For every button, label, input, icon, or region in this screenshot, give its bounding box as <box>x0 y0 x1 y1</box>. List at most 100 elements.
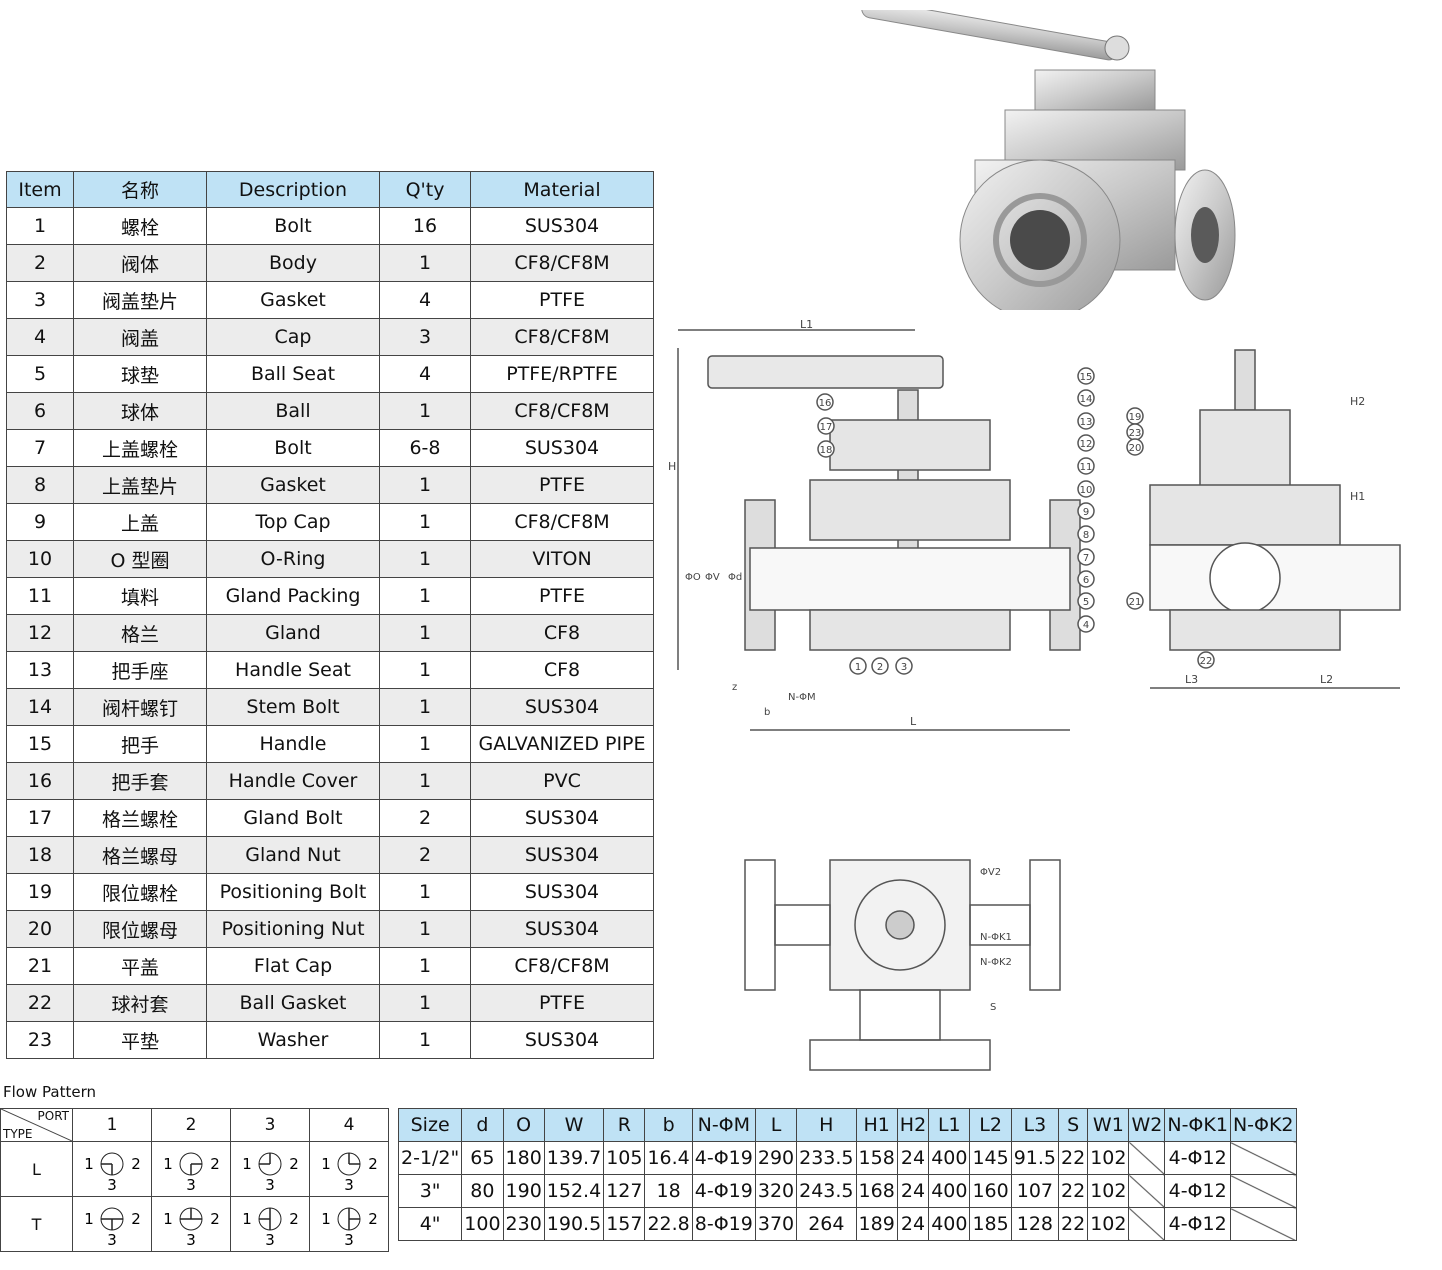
material: SUS304 <box>470 799 654 837</box>
header-chinese-name: 名称 <box>73 171 207 208</box>
size-cell: 100 <box>461 1207 504 1241</box>
size-cell: 102 <box>1087 1174 1130 1208</box>
callout-6: 6 <box>1083 575 1089 586</box>
material: SUS304 <box>470 688 654 726</box>
material: CF8 <box>470 651 654 689</box>
flow-port-left: 1 <box>321 1210 331 1228</box>
chinese-name: 填料 <box>73 577 207 615</box>
size-cell: 139.7 <box>543 1141 605 1175</box>
size-cell: 24 <box>896 1207 930 1241</box>
size-header: H <box>796 1108 857 1142</box>
size-header: N-ΦK1 <box>1164 1108 1231 1142</box>
size-cell: 189 <box>855 1207 898 1241</box>
item-number: 2 <box>6 244 74 282</box>
dim-K2: N-ΦK2 <box>980 957 1012 968</box>
material: PTFE <box>470 281 654 319</box>
size-cell <box>1229 1141 1297 1175</box>
item-number: 3 <box>6 281 74 319</box>
dim-L3: L3 <box>1185 673 1198 686</box>
size-cell: 233.5 <box>796 1141 857 1175</box>
item-number: 14 <box>6 688 74 726</box>
size-cell: 400 <box>928 1207 971 1241</box>
material: CF8/CF8M <box>470 244 654 282</box>
description: Bolt <box>206 429 380 467</box>
quantity: 4 <box>379 355 471 393</box>
item-number: 5 <box>6 355 74 393</box>
parts-header-row: Item 名称 Description Q'ty Material <box>6 171 654 208</box>
dim-K1: N-ΦK1 <box>980 932 1012 943</box>
item-number: 16 <box>6 762 74 800</box>
size-cell <box>1128 1207 1166 1241</box>
flow-port-left: 1 <box>163 1155 173 1173</box>
material: SUS304 <box>470 873 654 911</box>
quantity: 2 <box>379 799 471 837</box>
description: Positioning Bolt <box>206 873 380 911</box>
flow-port-right: 2 <box>210 1210 220 1228</box>
flow-port-bottom: 3 <box>186 1176 196 1192</box>
dim-V2: ΦV2 <box>980 867 1001 878</box>
chinese-name: 阀盖垫片 <box>73 281 207 319</box>
quantity: 1 <box>379 762 471 800</box>
port-label: PORT <box>37 1109 69 1123</box>
flow-port-right: 2 <box>131 1155 141 1173</box>
size-cell: 107 <box>1010 1174 1060 1208</box>
flow-port-left: 1 <box>242 1210 252 1228</box>
size-cell: 320 <box>754 1174 798 1208</box>
size-cell: 190.5 <box>543 1207 605 1241</box>
callout-3: 3 <box>901 662 907 673</box>
size-cell: 128 <box>1010 1207 1060 1241</box>
size-cell: 157 <box>603 1207 646 1241</box>
dim-L2: L2 <box>1320 673 1333 686</box>
quantity: 1 <box>379 1021 471 1059</box>
callout-23: 23 <box>1129 428 1142 439</box>
size-cell: 22 <box>1058 1174 1089 1208</box>
size-cell: 3" <box>397 1174 463 1208</box>
size-header: W1 <box>1087 1108 1130 1142</box>
size-cell: 160 <box>969 1174 1012 1208</box>
size-cell: 65 <box>461 1141 504 1175</box>
size-cell <box>1128 1174 1166 1208</box>
size-header: L <box>754 1108 798 1142</box>
chinese-name: 上盖 <box>73 503 207 541</box>
size-header: R <box>603 1108 646 1142</box>
quantity: 1 <box>379 984 471 1022</box>
dim-b: b <box>764 707 770 718</box>
callout-1: 1 <box>855 662 861 673</box>
size-header: d <box>461 1108 504 1142</box>
callout-14: 14 <box>1080 394 1093 405</box>
callout-13: 13 <box>1080 417 1093 428</box>
description: Gland Packing <box>206 577 380 615</box>
callout-21: 21 <box>1129 597 1142 608</box>
description: Handle Cover <box>206 762 380 800</box>
callout-18: 18 <box>820 445 833 456</box>
description: Gland Nut <box>206 836 380 874</box>
callout-16: 16 <box>819 398 832 409</box>
valve-photo <box>861 10 1236 310</box>
item-number: 7 <box>6 429 74 467</box>
flow-pattern-title: Flow Pattern <box>3 1083 96 1101</box>
size-header: O <box>502 1108 545 1142</box>
size-header: L3 <box>1010 1108 1060 1142</box>
item-number: 18 <box>6 836 74 874</box>
description: Top Cap <box>206 503 380 541</box>
size-header: S <box>1058 1108 1089 1142</box>
material: SUS304 <box>470 910 654 948</box>
